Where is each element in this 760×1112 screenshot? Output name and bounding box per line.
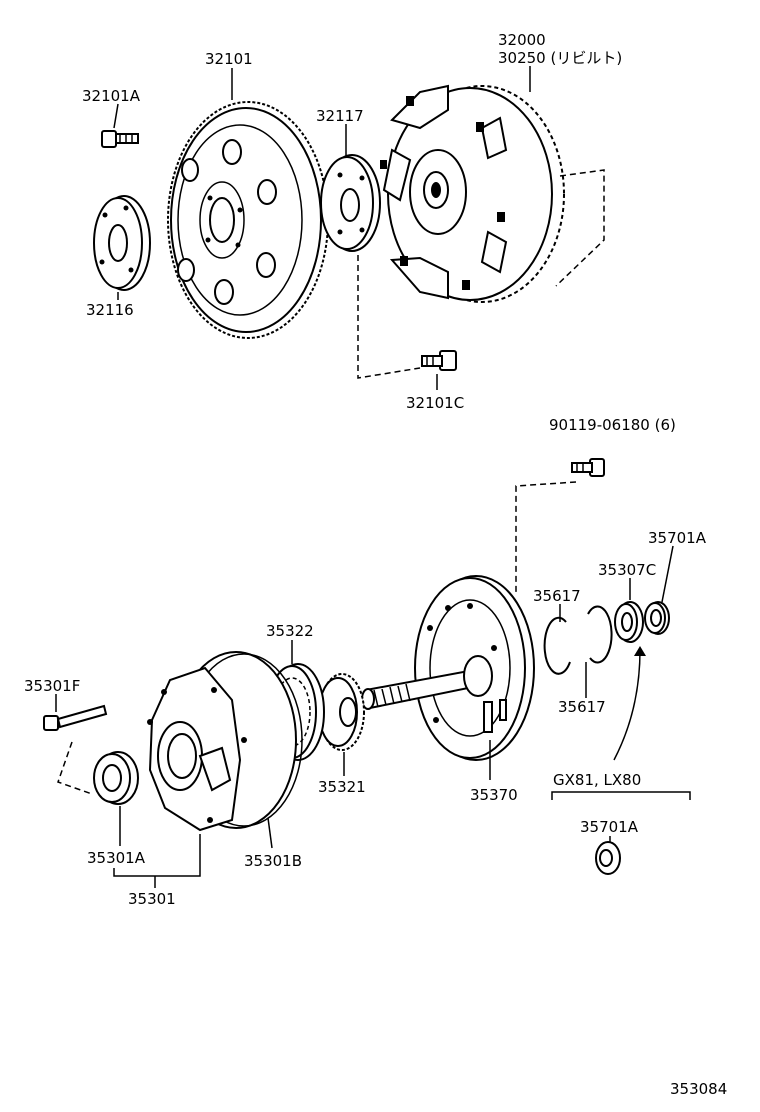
label-model-variants: GX81, LX80 (553, 771, 641, 789)
label-35301b: 35301B (244, 852, 302, 870)
alignment-line-35301f (57, 741, 93, 795)
bolt-32101c (421, 350, 457, 371)
label-35322: 35322 (266, 622, 314, 640)
drive-plate-32101 (167, 101, 329, 339)
bearing-35307c (614, 601, 644, 643)
seal-ring-35617-a (543, 616, 571, 675)
label-30250: 30250 (リビルト) (498, 49, 622, 67)
drive-gear-35321 (318, 673, 365, 751)
label-35301a: 35301A (87, 849, 146, 867)
label-32000: 32000 (498, 31, 546, 49)
spacer-32116 (93, 195, 151, 291)
plate-32117 (320, 154, 381, 252)
variant-arrow (613, 649, 641, 761)
bolt-32101a (101, 130, 139, 148)
label-32101c: 32101C (406, 394, 464, 412)
figure-id: 353084 (670, 1080, 727, 1098)
pump-body-35301 (147, 651, 303, 832)
arrow-head (634, 646, 646, 656)
bolt-90119-06180 (571, 458, 605, 477)
alignment-line-converter (555, 169, 605, 287)
torque-converter-32000 (380, 84, 565, 303)
label-35307c: 35307C (598, 561, 656, 579)
label-90119-06180: 90119-06180 (6) (549, 416, 676, 434)
label-35321: 35321 (318, 778, 366, 796)
label-32116: 32116 (86, 301, 134, 319)
stator-shaft-35370 (361, 575, 535, 761)
label-35370: 35370 (470, 786, 518, 804)
label-35617-top: 35617 (533, 587, 581, 605)
alignment-line-32101c (357, 255, 421, 379)
bolt-35301f (43, 704, 108, 731)
label-35617-bottom: 35617 (558, 698, 606, 716)
label-35301: 35301 (128, 890, 176, 908)
label-32101a: 32101A (82, 87, 141, 105)
label-35701a-top: 35701A (648, 529, 707, 547)
alignment-line-90119 (515, 481, 577, 592)
label-35701a-variant: 35701A (580, 818, 639, 836)
oil-seal-35701a-variant (595, 841, 621, 875)
oil-seal-35301a (93, 751, 139, 805)
seal-ring-35617-b (587, 605, 613, 664)
oil-seal-35701a-top (644, 601, 670, 635)
label-35301f: 35301F (24, 677, 80, 695)
label-32117: 32117 (316, 107, 364, 125)
leader-lines (55, 66, 691, 888)
label-32101: 32101 (205, 50, 253, 68)
